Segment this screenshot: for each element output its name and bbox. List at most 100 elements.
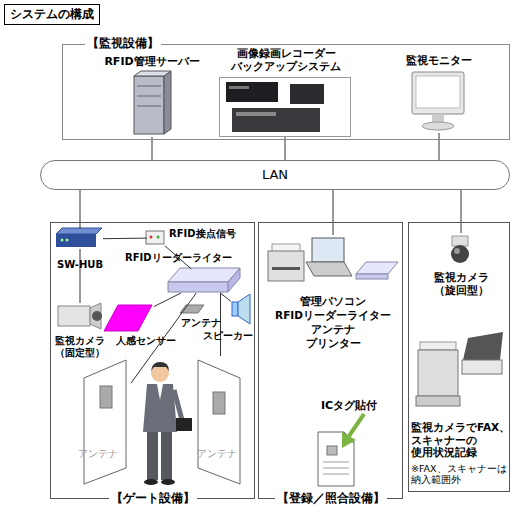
monitor-frame <box>412 72 464 114</box>
reader-side <box>228 268 240 292</box>
node-label: 監視カメラでFAX、 スキャナーの 使用状況記録 <box>411 421 511 459</box>
node-label: ICタグ貼付 <box>321 399 377 412</box>
connector-line <box>439 133 440 160</box>
connector-line <box>220 293 231 301</box>
server-slot <box>137 86 161 87</box>
server-top <box>134 71 171 76</box>
speaker-illustration <box>232 294 250 324</box>
document-line <box>323 474 349 475</box>
laptop-screen <box>312 238 344 262</box>
person-briefcase <box>176 418 192 431</box>
connector-line <box>154 293 181 307</box>
monitor-stand <box>432 114 444 122</box>
recorder-detail <box>236 112 276 116</box>
group-frame: 【登録／照合設備】管理パソコンRFIDリーダーライターアンテナプリンターICタグ… <box>258 222 403 499</box>
node-label: SW-HUB <box>57 259 103 271</box>
reader-top <box>356 262 398 274</box>
antenna-panel: アンテナ <box>76 356 131 486</box>
person-arm <box>174 390 182 420</box>
node-note: アンテナ <box>263 323 403 336</box>
antenna-device: アンテナ <box>179 305 207 315</box>
callout-arrow <box>349 414 364 436</box>
node-label: RFID管理サーバー <box>89 55 215 68</box>
recorder-unit <box>290 84 324 104</box>
network-band: LAN <box>40 160 510 190</box>
node-note: プリンター <box>263 337 403 350</box>
server-box: RFID管理サーバー <box>129 73 175 137</box>
desk-reader-illustration <box>356 262 398 279</box>
document-line <box>323 462 349 463</box>
recorder-box: 画像録画レコーダー バックアップシステム <box>219 77 351 137</box>
connector-line <box>461 190 462 233</box>
person-shoe <box>161 479 175 485</box>
panel-outline <box>76 356 131 486</box>
speaker-cone <box>238 294 250 324</box>
person-leg <box>161 430 172 480</box>
ic-tag <box>327 446 337 455</box>
contact-device-body <box>146 231 164 244</box>
contact-signal-device: RFID接点信号 <box>147 230 165 246</box>
equipment-cluster: 管理パソコンRFIDリーダーライターアンテナプリンター <box>263 235 403 345</box>
tagged-document: ICタグ貼付 <box>313 399 383 489</box>
panel-shape <box>198 360 240 484</box>
node-label: 管理パソコン <box>263 295 403 308</box>
reader-device: RFIDリーダーライター <box>169 269 241 293</box>
callout-arrowhead <box>342 432 356 448</box>
document-illustration <box>318 414 364 486</box>
node-label: スピーカー <box>203 330 253 342</box>
contact-device-led <box>157 236 160 239</box>
node-label: 監視カメラ （固定型） <box>47 335 113 359</box>
node-label: 監視モニター <box>397 54 481 67</box>
sensor-illustration <box>104 305 152 331</box>
panel-tag-reader <box>100 386 112 408</box>
node-label: アンテナ <box>78 448 118 460</box>
reader-front <box>168 282 228 292</box>
camera-lens <box>92 311 102 321</box>
node-label: アンテナ <box>181 317 221 329</box>
group-frame: 【監視設備】RFID管理サーバー画像録画レコーダー バックアップシステム監視モニ… <box>62 44 510 140</box>
person-leg <box>147 430 158 480</box>
dome-camera-illustration <box>451 236 469 263</box>
printer-illustration <box>268 244 304 281</box>
contact-device-led <box>150 236 153 239</box>
node-label: RFID接点信号 <box>169 228 236 240</box>
hub-front <box>56 234 96 247</box>
hub-illustration <box>56 228 102 247</box>
antenna-panel: アンテナ <box>193 356 248 486</box>
node-label: 【ゲート設備】 <box>109 491 197 505</box>
hub-device: SW-HUB <box>57 229 103 249</box>
copier-top <box>420 342 456 350</box>
speaker-body <box>232 302 238 316</box>
hub-top <box>56 228 102 234</box>
fixed-camera-illustration <box>58 303 102 329</box>
antenna-illustration <box>180 305 204 313</box>
hub-led <box>66 239 69 242</box>
node-label: 人感センサー <box>116 335 176 347</box>
node-label: 【監視設備】 <box>85 36 161 50</box>
node-label: アンテナ <box>197 448 237 460</box>
panel-tag-reader <box>213 392 225 414</box>
camera-device: 監視カメラ （固定型） <box>57 303 103 331</box>
node-label: RFIDリーダーライター <box>125 252 232 264</box>
group-frame: 【ゲート設備】SW-HUBRFID接点信号RFIDリーダーライター監視カメラ （… <box>50 222 255 499</box>
reader-front <box>356 274 388 279</box>
group-frame: 監視カメラでFAX、 スキャナーの 使用状況記録※FAX、スキャナーは 納入範囲… <box>408 222 510 492</box>
person-shirt <box>157 384 163 400</box>
connector-line <box>80 190 81 229</box>
connector-line <box>152 137 153 160</box>
connector-line <box>80 249 81 303</box>
node-label: 画像録画レコーダー バックアップシステム <box>210 47 362 73</box>
printer-slot <box>272 267 300 270</box>
connector-line <box>103 238 147 240</box>
contact-device-illustration <box>146 231 164 244</box>
connector-line <box>333 190 334 235</box>
recorder-detail <box>229 86 249 89</box>
recorder-unit <box>226 82 278 102</box>
person-shoe <box>144 479 158 485</box>
node-note: RFIDリーダーライター <box>263 309 403 322</box>
server-slot <box>137 106 161 107</box>
laptop-base <box>306 262 352 276</box>
person-hair <box>151 362 169 371</box>
sensor-device: 人感センサー <box>104 305 154 333</box>
